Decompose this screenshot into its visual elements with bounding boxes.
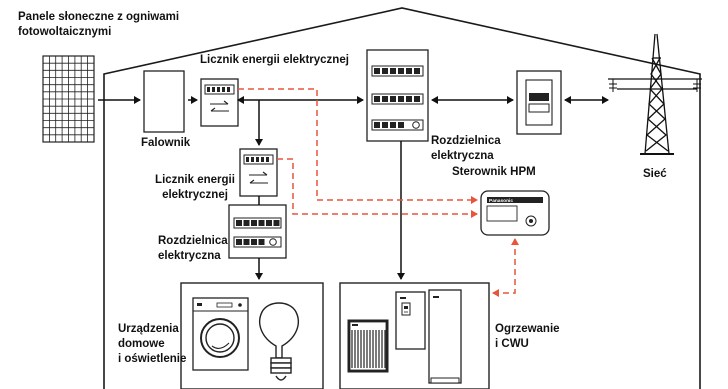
washing-machine-icon — [192, 297, 249, 371]
power-flow-lines — [98, 96, 609, 280]
main-switch-icon — [516, 70, 562, 135]
solar-panel-icon — [42, 55, 95, 143]
label-appliances: Urządzenia domowe i oświetlenie — [118, 323, 187, 365]
inverter-box — [143, 70, 185, 133]
water-tank-icon — [428, 289, 462, 384]
house-outline — [103, 7, 701, 389]
energy-meter-mid-icon — [239, 148, 278, 197]
label-switchboard-main: Rozdzielnica elektryczna — [431, 135, 501, 162]
switchboard-main-icon — [366, 49, 429, 142]
label-energy-meter-mid: Licznik energii elektrycznej — [155, 174, 235, 201]
link-controller-to-heating — [492, 238, 519, 297]
label-grid: Sieć — [643, 168, 667, 180]
label-energy-meter-top: Licznik energii elektrycznej — [200, 54, 349, 66]
svg-text:Panasonic: Panasonic — [489, 198, 513, 204]
label-heating: Ogrzewanie i CWU — [495, 323, 560, 350]
light-bulb-icon — [258, 302, 300, 381]
hydrobox-indoor-unit-icon — [395, 291, 426, 350]
power-tower-icon — [608, 33, 702, 155]
energy-meter-top-icon — [200, 78, 239, 127]
link-mid-meter-to-controller — [277, 158, 478, 218]
hpm-controller-device: Panasonic — [480, 190, 550, 236]
label-hpm-controller: Sterownik HPM — [452, 166, 536, 178]
heat-pump-outdoor-unit-icon — [347, 319, 389, 373]
label-switchboard-small: Rozdzielnica elektryczna — [158, 235, 228, 262]
label-solar-panels: Panele słoneczne z ogniwami fotowoltaicz… — [18, 11, 180, 38]
control-links — [238, 88, 519, 297]
label-inverter: Falownik — [141, 137, 191, 149]
switchboard-small-icon — [228, 204, 287, 259]
link-top-meter-to-controller — [238, 88, 478, 204]
